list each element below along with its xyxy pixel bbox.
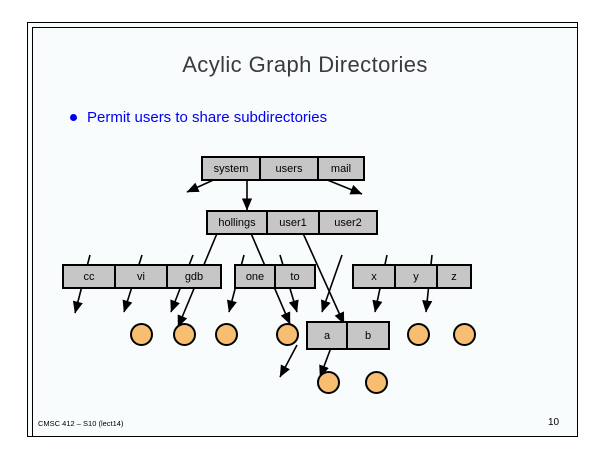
leaf-node[interactable]	[453, 323, 476, 346]
node-cell-user1[interactable]: user1	[268, 212, 320, 233]
node-group-user2-children[interactable]: x y z	[352, 264, 472, 289]
node-cell-system[interactable]: system	[203, 158, 261, 179]
acyclic-graph-diagram: system users mail hollings user1 user2 c…	[32, 27, 578, 437]
node-cell-x[interactable]: x	[354, 266, 396, 287]
node-cell-mail[interactable]: mail	[319, 158, 363, 179]
edge-x-to-b	[320, 254, 343, 313]
bullet-dot-icon	[70, 114, 77, 121]
node-cell-b[interactable]: b	[348, 323, 388, 348]
page-number: 10	[548, 417, 560, 428]
bullet-item: Permit users to share subdirectories	[70, 109, 327, 126]
leaf-node-bottom[interactable]	[317, 371, 340, 394]
bullet-item-label: Permit users to share subdirectories	[87, 109, 328, 126]
node-cell-cc[interactable]: cc	[64, 266, 116, 287]
node-group-user1-children[interactable]: one to	[234, 264, 316, 289]
node-cell-z[interactable]: z	[438, 266, 470, 287]
leaf-node[interactable]	[130, 323, 153, 346]
leaf-node-bottom[interactable]	[365, 371, 388, 394]
node-cell-hollings[interactable]: hollings	[208, 212, 268, 233]
node-cell-gdb[interactable]: gdb	[168, 266, 220, 287]
node-group-ab[interactable]: a b	[306, 321, 390, 350]
page-title: Acylic Graph Directories	[182, 52, 428, 77]
leaf-node[interactable]	[407, 323, 430, 346]
leaf-node[interactable]	[215, 323, 238, 346]
node-cell-users[interactable]: users	[261, 158, 319, 179]
leaf-node[interactable]	[173, 323, 196, 346]
node-cell-to[interactable]: to	[276, 266, 314, 287]
node-cell-vi[interactable]: vi	[116, 266, 168, 287]
node-cell-user2[interactable]: user2	[320, 212, 376, 233]
edge-a-to-leaf	[279, 344, 298, 378]
leaf-node[interactable]	[276, 323, 299, 346]
node-cell-y[interactable]: y	[396, 266, 438, 287]
footer-course-label: CMSC 412 – S10 (lect14)	[38, 419, 124, 428]
node-group-hollings-children[interactable]: cc vi gdb	[62, 264, 222, 289]
edge-user2-to-x	[301, 230, 345, 325]
node-cell-one[interactable]: one	[236, 266, 276, 287]
node-group-root[interactable]: system users mail	[201, 156, 365, 181]
node-cell-a[interactable]: a	[308, 323, 348, 348]
node-group-users[interactable]: hollings user1 user2	[206, 210, 378, 235]
